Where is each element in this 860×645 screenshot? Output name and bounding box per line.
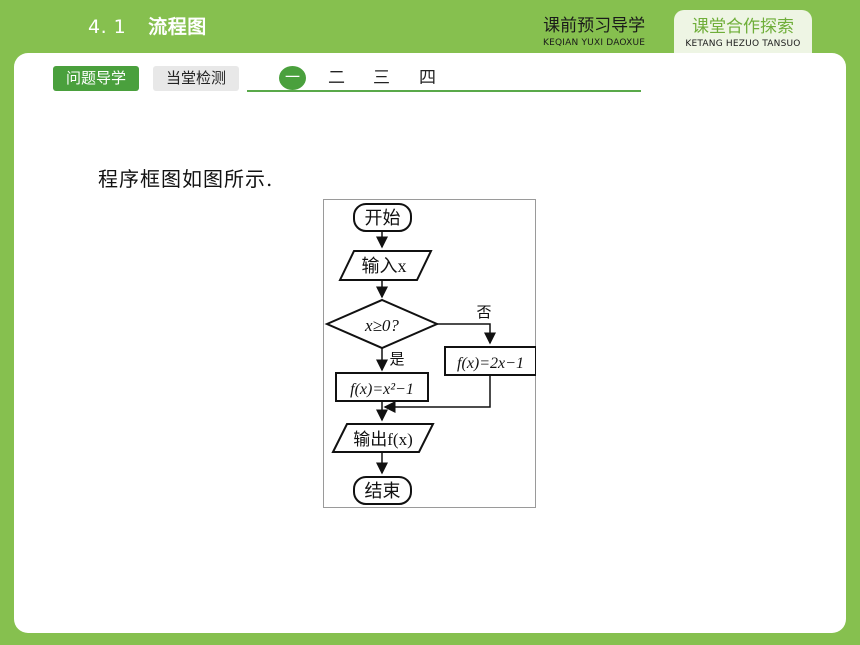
step-3[interactable]: 三 — [373, 68, 390, 88]
flowchart-diagram: 开始 输入x x≥0? 否 f(x)=2x−1 是 f(x)=x²−1 输出f(… — [323, 199, 536, 508]
nav-active-pinyin: KETANG HEZUO TANSUO — [685, 39, 801, 49]
flow-end-terminator — [353, 476, 412, 505]
flow-end-label: 结束 — [365, 481, 401, 501]
tab-class-test[interactable]: 当堂检测 — [153, 66, 240, 91]
flow-input-box — [338, 250, 433, 281]
caption-text: 程序框图如图所示. — [98, 167, 274, 191]
flow-arrow-merge — [383, 375, 491, 413]
step-4[interactable]: 四 — [419, 68, 436, 88]
section-title-text: 流程图 — [148, 16, 207, 38]
flow-yes-box — [335, 372, 429, 402]
flow-no-label: 否 — [476, 305, 491, 321]
section-title: 4. 1 流程图 — [88, 12, 207, 39]
tab-question-guide[interactable]: 问题导学 — [53, 66, 140, 91]
flow-no-box — [444, 346, 536, 376]
flow-arrow-no — [437, 323, 496, 345]
nav-preview-study[interactable]: 课前预习导学 KEQIAN YUXI DAOXUE — [543, 16, 645, 50]
flow-decision-label: x≥0? — [364, 316, 399, 335]
tab-underline — [247, 90, 641, 92]
nav-active-label: 课堂合作探索 — [692, 17, 794, 37]
flow-input-label: 输入x — [362, 256, 407, 276]
step-2[interactable]: 二 — [328, 68, 345, 88]
flow-start-label: 开始 — [365, 208, 401, 228]
nav-preview-label: 课前预习导学 — [543, 16, 646, 36]
flow-yes-box-label: f(x)=x²−1 — [350, 381, 414, 398]
flow-output-box — [331, 423, 435, 453]
section-number: 4. 1 — [88, 16, 127, 38]
flow-yes-label: 是 — [389, 352, 404, 368]
flow-no-box-label: f(x)=2x−1 — [457, 355, 524, 372]
nav-preview-pinyin: KEQIAN YUXI DAOXUE — [543, 38, 646, 48]
flow-output-label: 输出f(x) — [353, 430, 412, 449]
nav-class-explore[interactable]: 课堂合作探索 KETANG HEZUO TANSUO — [674, 10, 812, 56]
step-1-active[interactable]: 一 — [279, 66, 306, 90]
